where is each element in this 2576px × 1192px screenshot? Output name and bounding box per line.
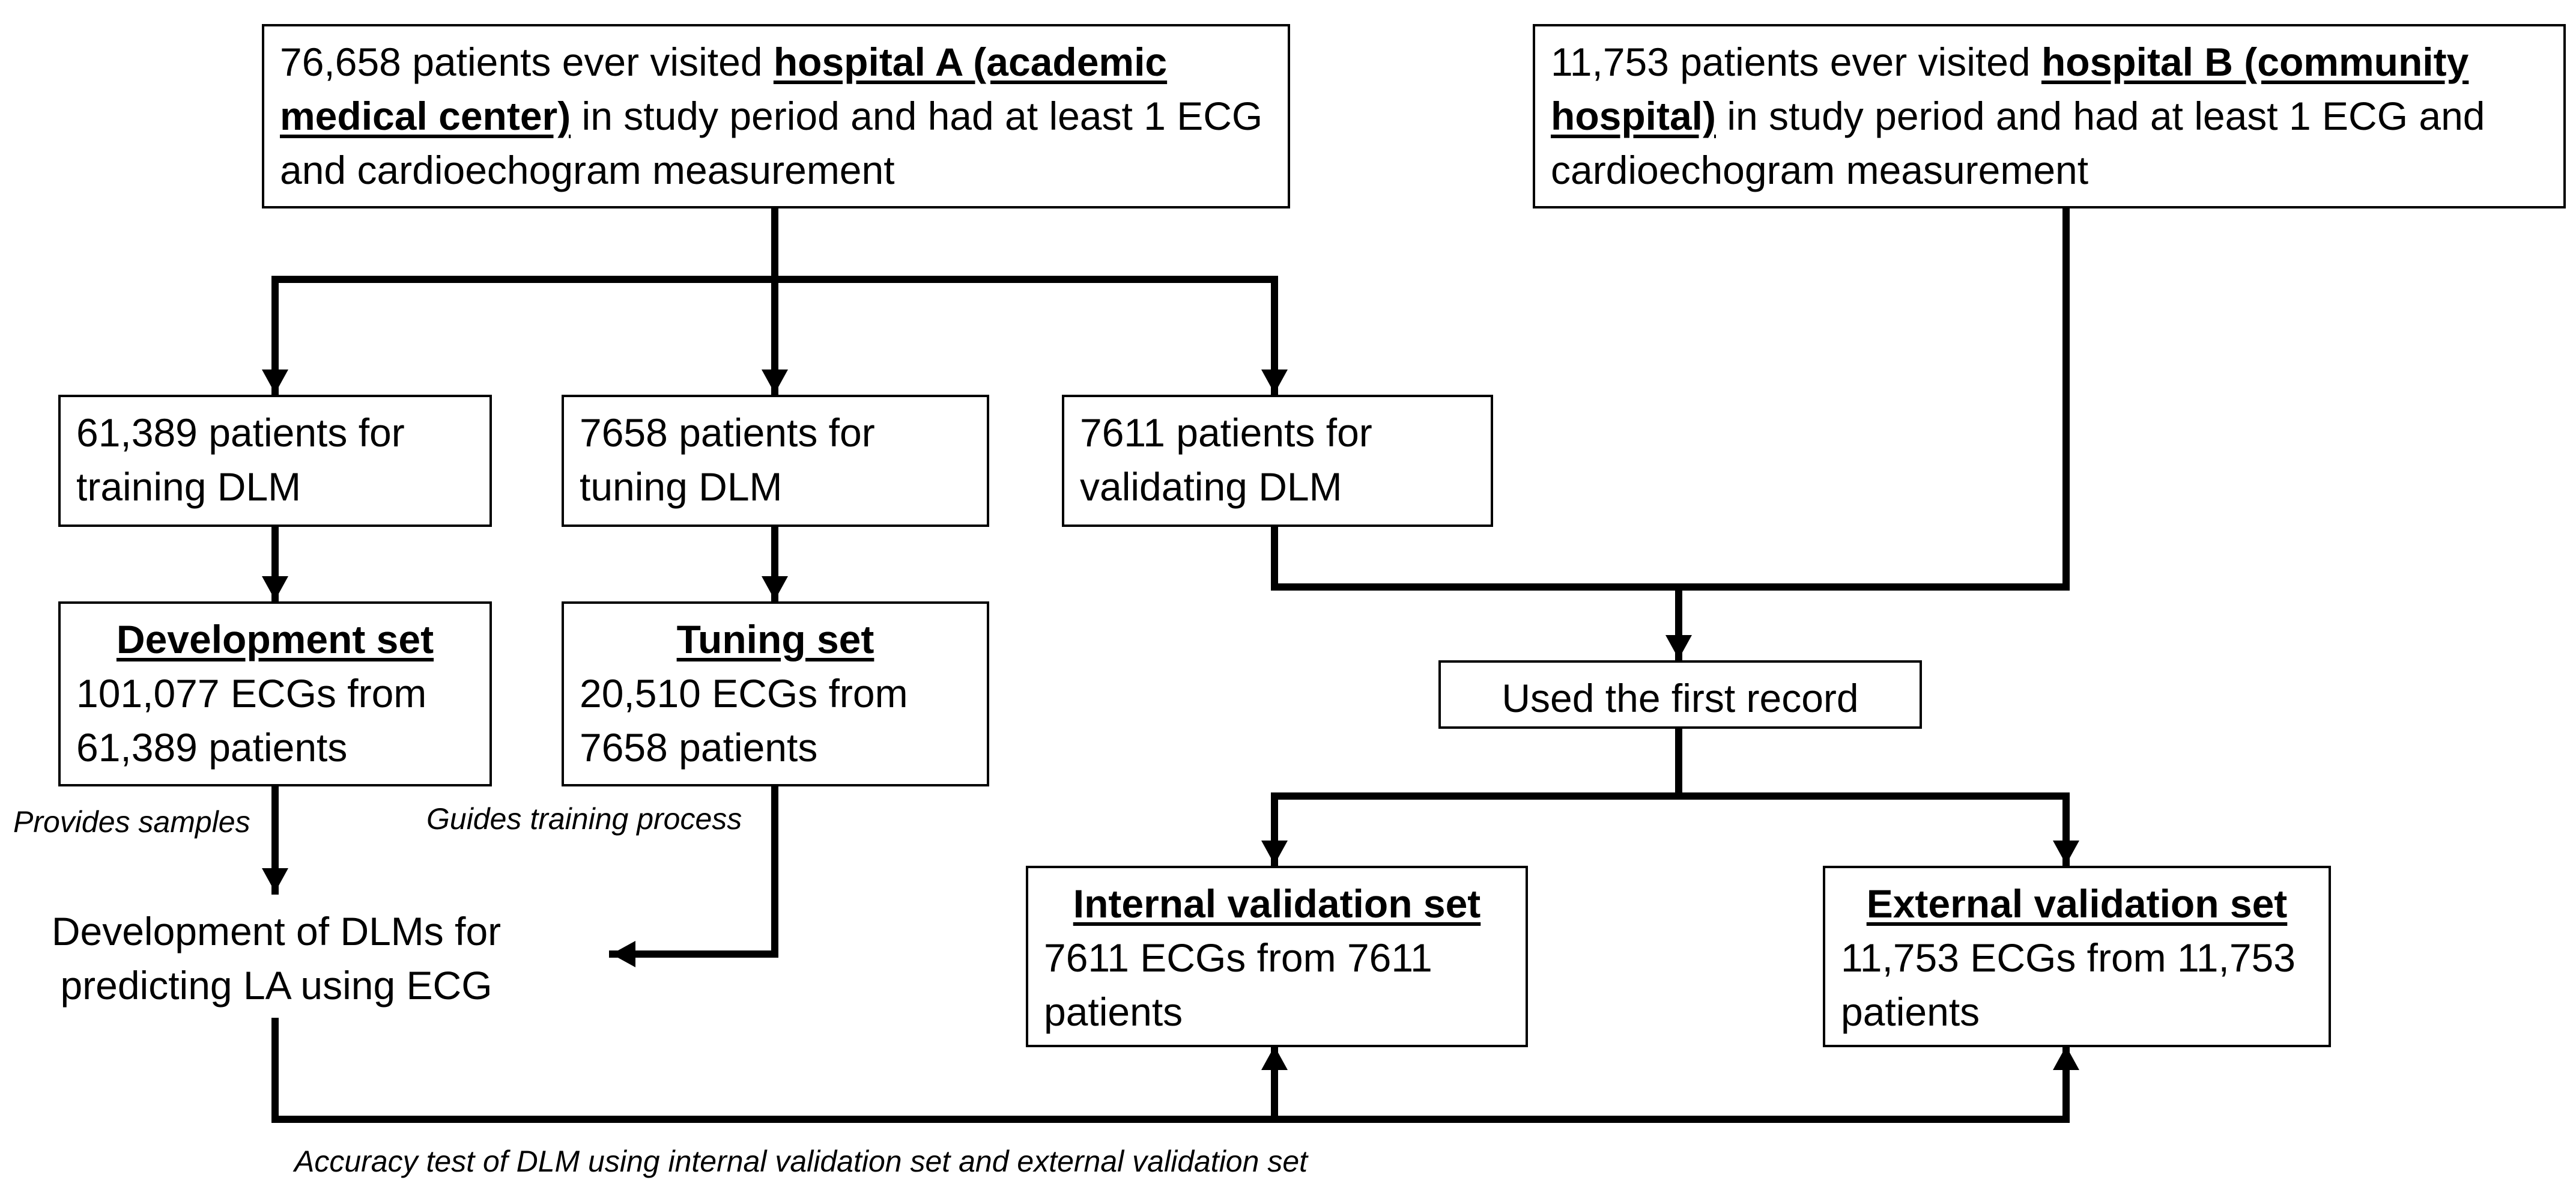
hospital-a-criteria-text: in study period and had at least 1 ECG a…: [280, 94, 1263, 192]
development-set-title: Development set: [116, 617, 434, 661]
first-record-box: Used the first record: [1438, 660, 1922, 729]
first-record-text: Used the first record: [1502, 676, 1859, 720]
tuning-set-title: Tuning set: [676, 617, 874, 661]
training-patients-box: 61,389 patients for training DLM: [58, 395, 492, 527]
hospital-a-name: hospital A (academic medical center): [280, 40, 1168, 138]
validating-patients-box: 7611 patients for validating DLM: [1062, 395, 1493, 527]
internal-validation-title: Internal validation set: [1073, 881, 1481, 926]
development-set-box: Development set 101,077 ECGs from 61,389…: [58, 601, 492, 786]
hospital-a-box: 76,658 patients ever visited hospital A …: [262, 24, 1290, 208]
provides-samples-note: Provides samples: [13, 805, 250, 839]
tuning-patients-box: 7658 patients for tuning DLM: [562, 395, 989, 527]
hospital-a-count-text: 76,658 patients ever visited: [280, 40, 774, 84]
tuning-set-body: 20,510 ECGs from 7658 patients: [580, 671, 908, 770]
validating-patients-text: 7611 patients for validating DLM: [1080, 410, 1372, 509]
development-dlm-text: Development of DLMs for predicting LA us…: [51, 909, 502, 1008]
external-validation-box: External validation set 11,753 ECGs from…: [1823, 866, 2331, 1047]
hospital-b-count-text: 11,753 patients ever visited: [1551, 40, 2041, 84]
hospital-b-name: hospital B (community hospital): [1551, 40, 2469, 138]
tuning-patients-text: 7658 patients for tuning DLM: [580, 410, 875, 509]
hospital-b-criteria-text: in study period and had at least 1 ECG a…: [1551, 94, 2485, 192]
external-validation-body: 11,753 ECGs from 11,753 patients: [1841, 935, 2296, 1034]
guides-training-note: Guides training process: [426, 802, 742, 836]
training-patients-text: 61,389 patients for training DLM: [76, 410, 405, 509]
external-validation-title: External validation set: [1866, 881, 2288, 926]
accuracy-test-note: Accuracy test of DLM using internal vali…: [294, 1145, 1308, 1178]
development-set-body: 101,077 ECGs from 61,389 patients: [76, 671, 427, 770]
internal-validation-box: Internal validation set 7611 ECGs from 7…: [1026, 866, 1528, 1047]
tuning-set-box: Tuning set 20,510 ECGs from 7658 patient…: [562, 601, 989, 786]
internal-validation-body: 7611 ECGs from 7611 patients: [1044, 935, 1432, 1034]
hospital-b-box: 11,753 patients ever visited hospital B …: [1533, 24, 2566, 208]
